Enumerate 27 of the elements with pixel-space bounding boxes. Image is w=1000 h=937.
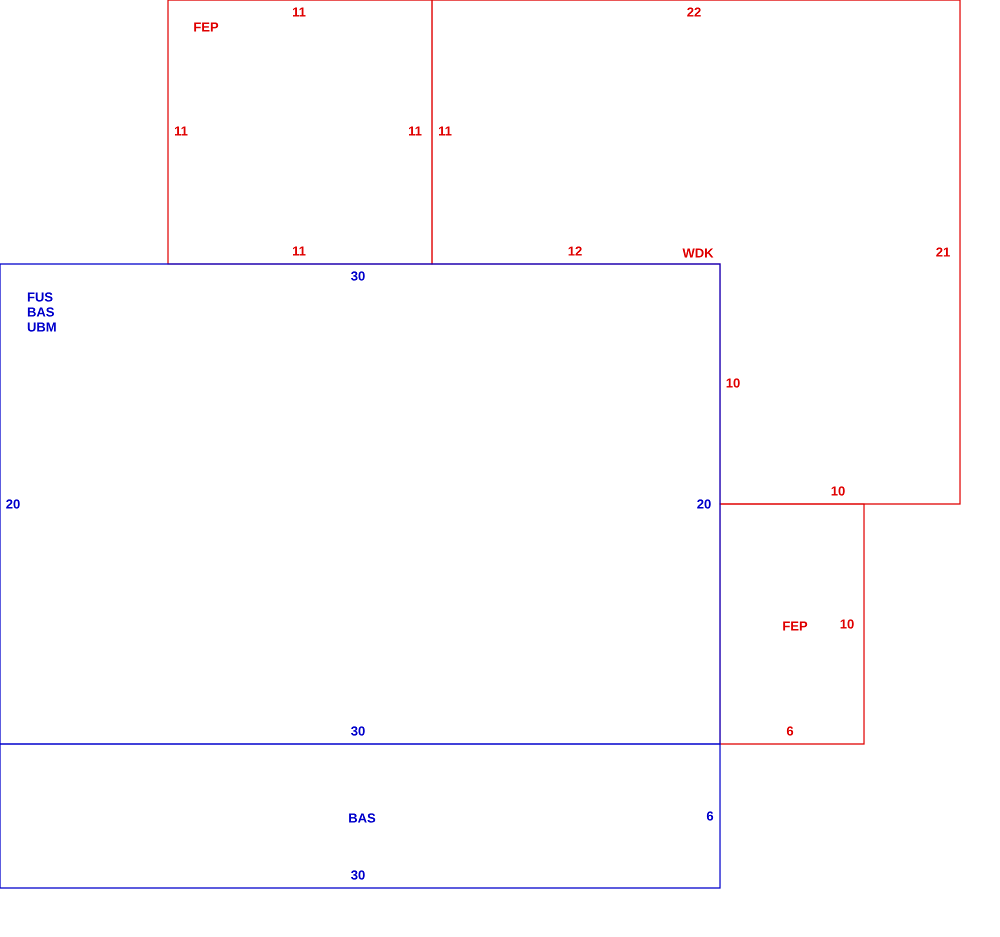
dimension-label: 22 xyxy=(687,7,701,17)
area-label: BAS xyxy=(349,813,376,823)
area-label: FEP xyxy=(194,22,218,32)
room-outline xyxy=(0,263,721,745)
dimension-label: 30 xyxy=(351,271,365,281)
dimension-label: 20 xyxy=(697,499,711,509)
dimension-label: 21 xyxy=(936,247,950,257)
dimension-label: 30 xyxy=(351,870,365,880)
dimension-label: 10 xyxy=(832,486,845,496)
dimension-label: 11 xyxy=(438,126,452,136)
dimension-label: 30 xyxy=(351,726,365,736)
room-outline xyxy=(0,743,721,889)
dimension-label: 10 xyxy=(840,619,854,629)
area-label: FUS BAS UBM xyxy=(28,292,56,332)
dimension-label: 20 xyxy=(6,499,20,509)
dimension-label: 11 xyxy=(292,246,306,256)
dimension-label: 12 xyxy=(568,246,582,256)
area-label: FEP xyxy=(783,622,808,630)
room-outline xyxy=(167,0,433,265)
area-label: WDK xyxy=(682,248,714,258)
room-outline xyxy=(719,503,865,745)
dimension-label: 11 xyxy=(292,8,306,16)
dimension-label: 6 xyxy=(786,726,794,736)
dimension-label: 11 xyxy=(408,126,422,136)
dimension-label: 10 xyxy=(726,378,740,388)
dimension-label: 6 xyxy=(706,811,714,821)
dimension-label: 11 xyxy=(174,126,188,136)
